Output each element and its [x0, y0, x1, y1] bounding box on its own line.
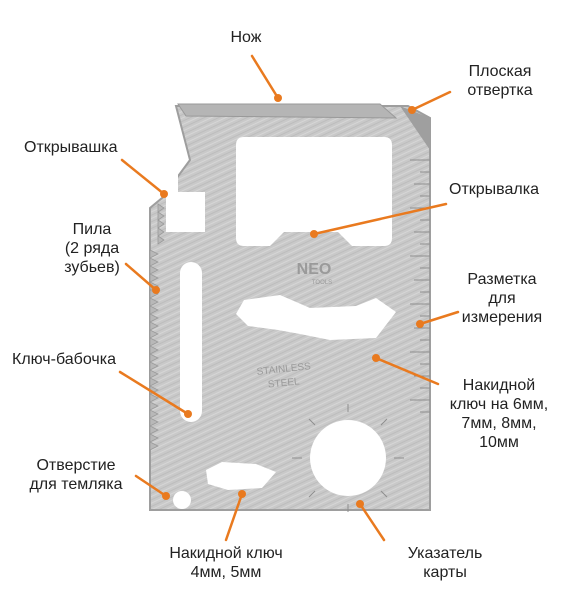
leader-butterfly — [118, 370, 190, 416]
leader-lines — [118, 54, 460, 542]
label-flat-screwdriver-line1: Плоская — [468, 63, 532, 80]
card-body — [149, 105, 431, 511]
label-butterfly-key-text: Ключ-бабочка — [12, 351, 116, 368]
label-flat-screwdriver-line2: отвертка — [467, 82, 533, 99]
label-box-wrench-small-line1: Накидной ключ — [169, 545, 283, 562]
leader-screwdriver — [410, 90, 452, 112]
label-box-wrench-large-line2: ключ на 6мм, — [449, 396, 549, 413]
label-butterfly-key: Ключ-бабочка — [12, 350, 162, 369]
label-knife-text: Нож — [230, 29, 262, 46]
label-map-pointer-line1: Указатель — [407, 545, 483, 562]
label-map-pointer: Указатель карты — [388, 544, 502, 582]
label-saw: Пила (2 ряда зубьев) — [42, 220, 142, 277]
card-brand-sub: TOOLS — [312, 280, 332, 286]
leader-bottle-opener — [120, 158, 166, 196]
label-box-wrench-large-line1: Накидной — [462, 377, 536, 394]
label-ruler-line3: измерения — [461, 309, 543, 326]
compass-ticks — [292, 404, 404, 512]
label-saw-line2: (2 ряда — [64, 240, 120, 257]
label-map-pointer-line2: карты — [423, 564, 467, 581]
label-lanyard-hole-line2: для темляка — [29, 476, 123, 493]
leader-saw — [124, 262, 158, 292]
label-flat-screwdriver: Плоская отвертка — [448, 62, 552, 100]
label-ruler: Разметка для измерения — [446, 270, 558, 327]
label-box-wrench-small-line2: 4мм, 5мм — [190, 564, 262, 581]
label-can-opener: Открывалка — [430, 180, 558, 199]
screwdriver-bevel — [400, 106, 430, 150]
leader-lanyard — [134, 474, 168, 498]
label-can-opener-text: Открывалка — [449, 181, 539, 198]
label-box-wrench-small: Накидной ключ 4мм, 5мм — [144, 544, 308, 582]
saw-teeth — [149, 203, 165, 451]
card-stamp-line2: STEEL — [267, 376, 300, 390]
leader-wrench-large — [374, 356, 440, 386]
label-saw-line3: зубьев) — [64, 259, 120, 276]
label-box-wrench-large-line3: 7мм, 8мм, — [461, 415, 537, 432]
leader-wrench-small — [224, 492, 244, 542]
label-lanyard-hole-line1: Отверстие — [36, 457, 116, 474]
leader-ruler — [418, 310, 460, 326]
leader-can-opener — [312, 202, 448, 236]
label-bottle-opener-text: Открывашка — [24, 139, 118, 156]
label-bottle-opener: Открывашка — [24, 138, 164, 157]
label-box-wrench-large-line4: 10мм — [479, 434, 519, 451]
label-knife: Нож — [214, 28, 278, 47]
leader-knife — [250, 54, 280, 100]
knife-edge — [177, 103, 398, 119]
ruler-ticks — [410, 159, 430, 413]
leader-dots — [152, 94, 424, 508]
label-lanyard-hole: Отверстие для темляка — [14, 456, 138, 494]
label-box-wrench-large: Накидной ключ на 6мм, 7мм, 8мм, 10мм — [434, 376, 564, 452]
label-ruler-line2: для — [488, 290, 516, 307]
label-ruler-line1: Разметка — [467, 271, 537, 288]
card-brand: NEO — [297, 261, 332, 278]
leader-map-pointer — [358, 502, 386, 542]
label-saw-line1: Пила — [72, 221, 112, 238]
